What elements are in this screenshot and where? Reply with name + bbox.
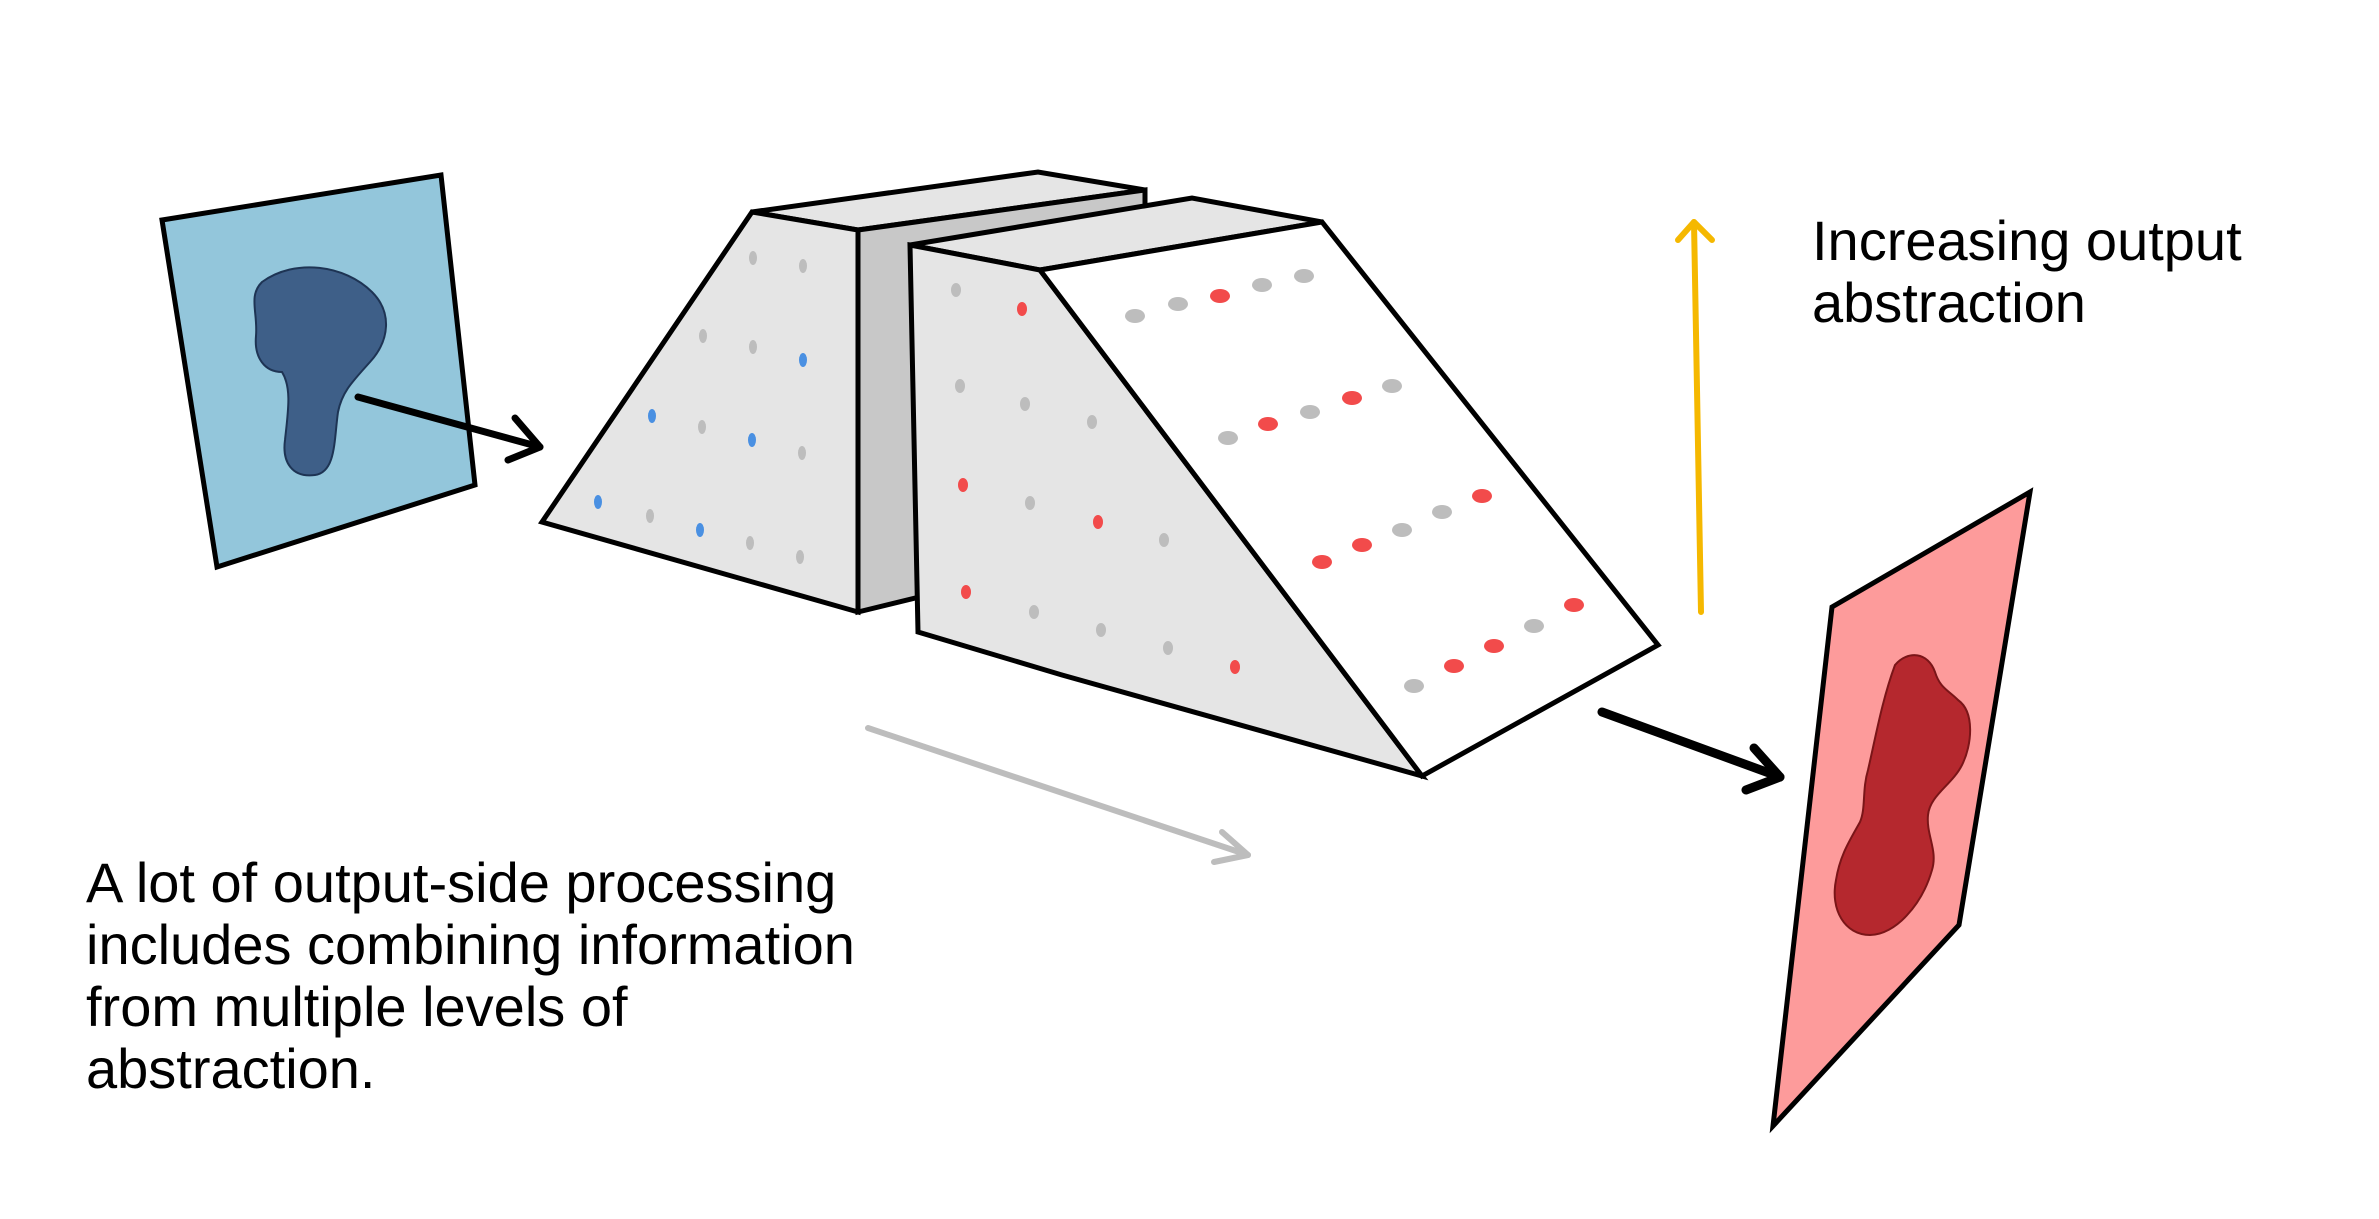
hidden-node [1432,505,1452,519]
hidden-node [1168,297,1188,311]
output-node [1017,302,1027,316]
output-node [1210,289,1230,303]
hidden-node [1159,533,1169,547]
hidden-node [799,259,807,273]
output-node [961,585,971,599]
hidden-node [1252,278,1272,292]
output-blob [1833,654,1972,937]
hidden-node [1163,641,1173,655]
processing-caption-line: A lot of output-side processing [86,851,837,914]
decoder-to-output-arrowhead [1741,743,1785,795]
output-node [1472,489,1492,503]
abstraction-arrowhead [1675,219,1715,243]
hidden-node [1125,309,1145,323]
hidden-node [798,446,806,460]
decoder-to-output-arrow [1597,707,1785,782]
abstraction-label: Increasing output abstraction [1812,210,2242,334]
input-node [748,433,756,447]
hidden-node [646,509,654,523]
hidden-node [1029,605,1039,619]
hidden-node [1218,431,1238,445]
hidden-node [1025,496,1035,510]
abstraction-arrow [1691,219,1704,615]
input-to-encoder-arrow [354,393,544,451]
hidden-node [1020,397,1030,411]
input-to-encoder-arrowhead [504,414,544,464]
output-node [1352,538,1372,552]
output-node [1230,660,1240,674]
flow-arrowhead [1211,829,1251,865]
decoder-nodes [951,269,1584,693]
hidden-node [955,379,965,393]
hidden-node [1087,415,1097,429]
output-node [958,478,968,492]
input-node [696,523,704,537]
output-node [1342,391,1362,405]
decoder-slope-face [1035,219,1662,780]
input-image [159,172,478,571]
hidden-node [699,329,707,343]
hidden-node [1392,523,1412,537]
output-node [1258,417,1278,431]
hidden-node [796,550,804,564]
processing-caption-line: from multiple levels of [86,975,628,1038]
processing-caption-line: includes combining information [86,913,855,976]
hidden-node [1300,405,1320,419]
encoder-front-face [537,209,861,616]
output-image [1769,487,2034,1134]
output-node [1093,515,1103,529]
processing-caption-line: abstraction. [86,1037,376,1100]
hidden-node [698,420,706,434]
hidden-node [749,340,757,354]
hidden-node [749,251,757,265]
hidden-node [1524,619,1544,633]
output-node [1444,659,1464,673]
hidden-node [1096,623,1106,637]
input-node [594,495,602,509]
hidden-node [951,283,961,297]
input-node [648,409,656,423]
hidden-node [746,536,754,550]
hidden-node [1294,269,1314,283]
output-node [1312,555,1332,569]
input-node [799,353,807,367]
flow-arrow [865,725,1251,858]
encoder-nodes [594,251,807,564]
input-blob [253,266,387,477]
abstraction-label-line: Increasing output [1812,209,2242,272]
hidden-node [1404,679,1424,693]
output-node [1564,598,1584,612]
abstraction-label-line: abstraction [1812,271,2086,334]
hidden-node [1382,379,1402,393]
output-node [1484,639,1504,653]
decoder-front-face [907,241,1429,781]
processing-caption: A lot of output-side processing includes… [86,852,855,1100]
decoder-block [907,195,1662,781]
